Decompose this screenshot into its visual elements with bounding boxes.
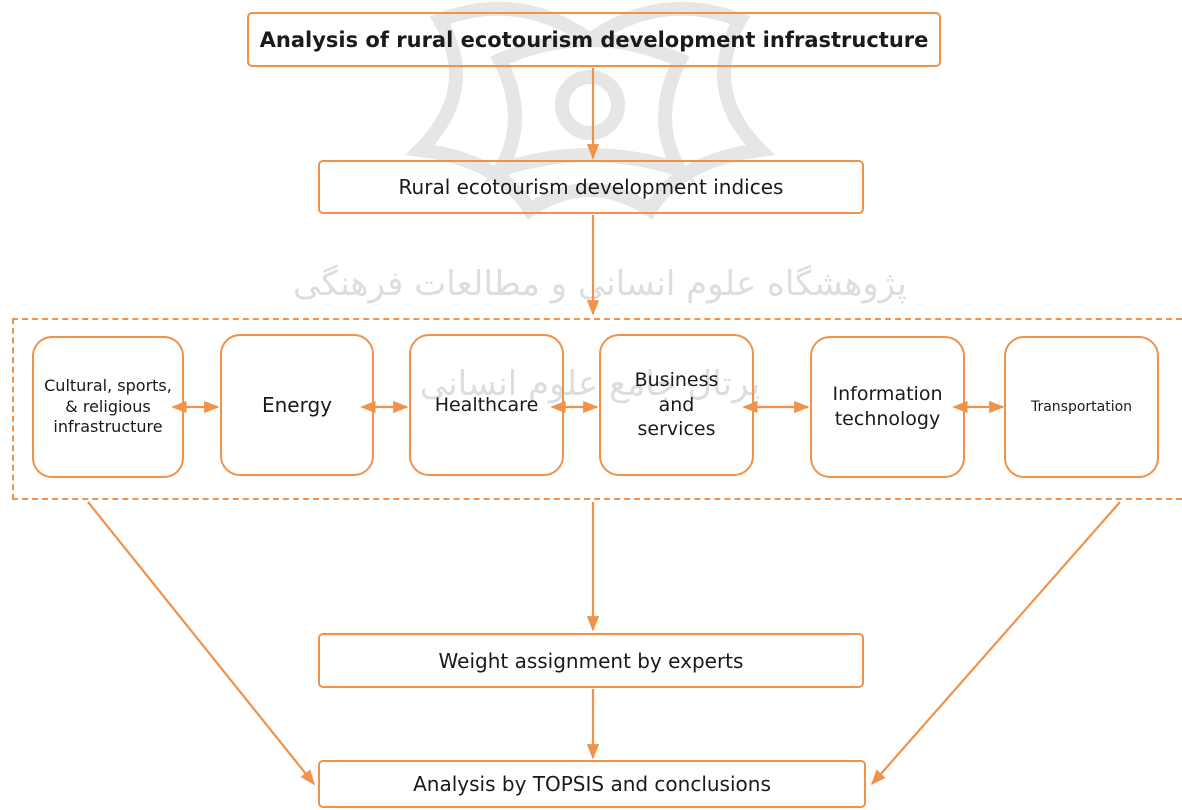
category-healthcare-text: Healthcare <box>434 393 539 416</box>
category-energy-box: Energy <box>220 334 374 476</box>
weight-box: Weight assignment by experts <box>318 633 864 688</box>
svg-text:پژوهشگاه علوم انسانی و مطالعات: پژوهشگاه علوم انسانی و مطالعات فرهنگی <box>293 264 907 304</box>
category-energy-text: Energy <box>261 393 333 417</box>
category-transportation-text: Transportation <box>1030 398 1133 415</box>
indices-text: Rural ecotourism development indices <box>398 175 784 199</box>
title-box: Analysis of rural ecotourism development… <box>247 12 941 67</box>
arrow-frame-right-to-topsis <box>870 501 1121 786</box>
category-it-text: Information technology <box>832 383 943 430</box>
category-cultural-box: Cultural, sports, & religious infrastruc… <box>32 336 184 478</box>
category-cultural-text: Cultural, sports, & religious infrastruc… <box>44 375 172 437</box>
arrow-frame-left-to-topsis <box>87 501 315 786</box>
svg-text:پرتال جامع علوم انسانی: پرتال جامع علوم انسانی <box>420 364 760 404</box>
category-business-box: Business and services <box>599 334 754 476</box>
indices-box: Rural ecotourism development indices <box>318 160 864 214</box>
category-it-box: Information technology <box>810 336 965 478</box>
weight-text: Weight assignment by experts <box>438 648 744 673</box>
infrastructure-group-frame <box>12 318 1182 500</box>
title-text: Analysis of rural ecotourism development… <box>259 27 929 52</box>
topsis-box: Analysis by TOPSIS and conclusions <box>318 760 866 808</box>
category-transportation-box: Transportation <box>1004 336 1159 478</box>
category-healthcare-box: Healthcare <box>409 334 564 476</box>
category-business-text: Business and services <box>634 368 719 441</box>
topsis-text: Analysis by TOPSIS and conclusions <box>413 772 771 796</box>
